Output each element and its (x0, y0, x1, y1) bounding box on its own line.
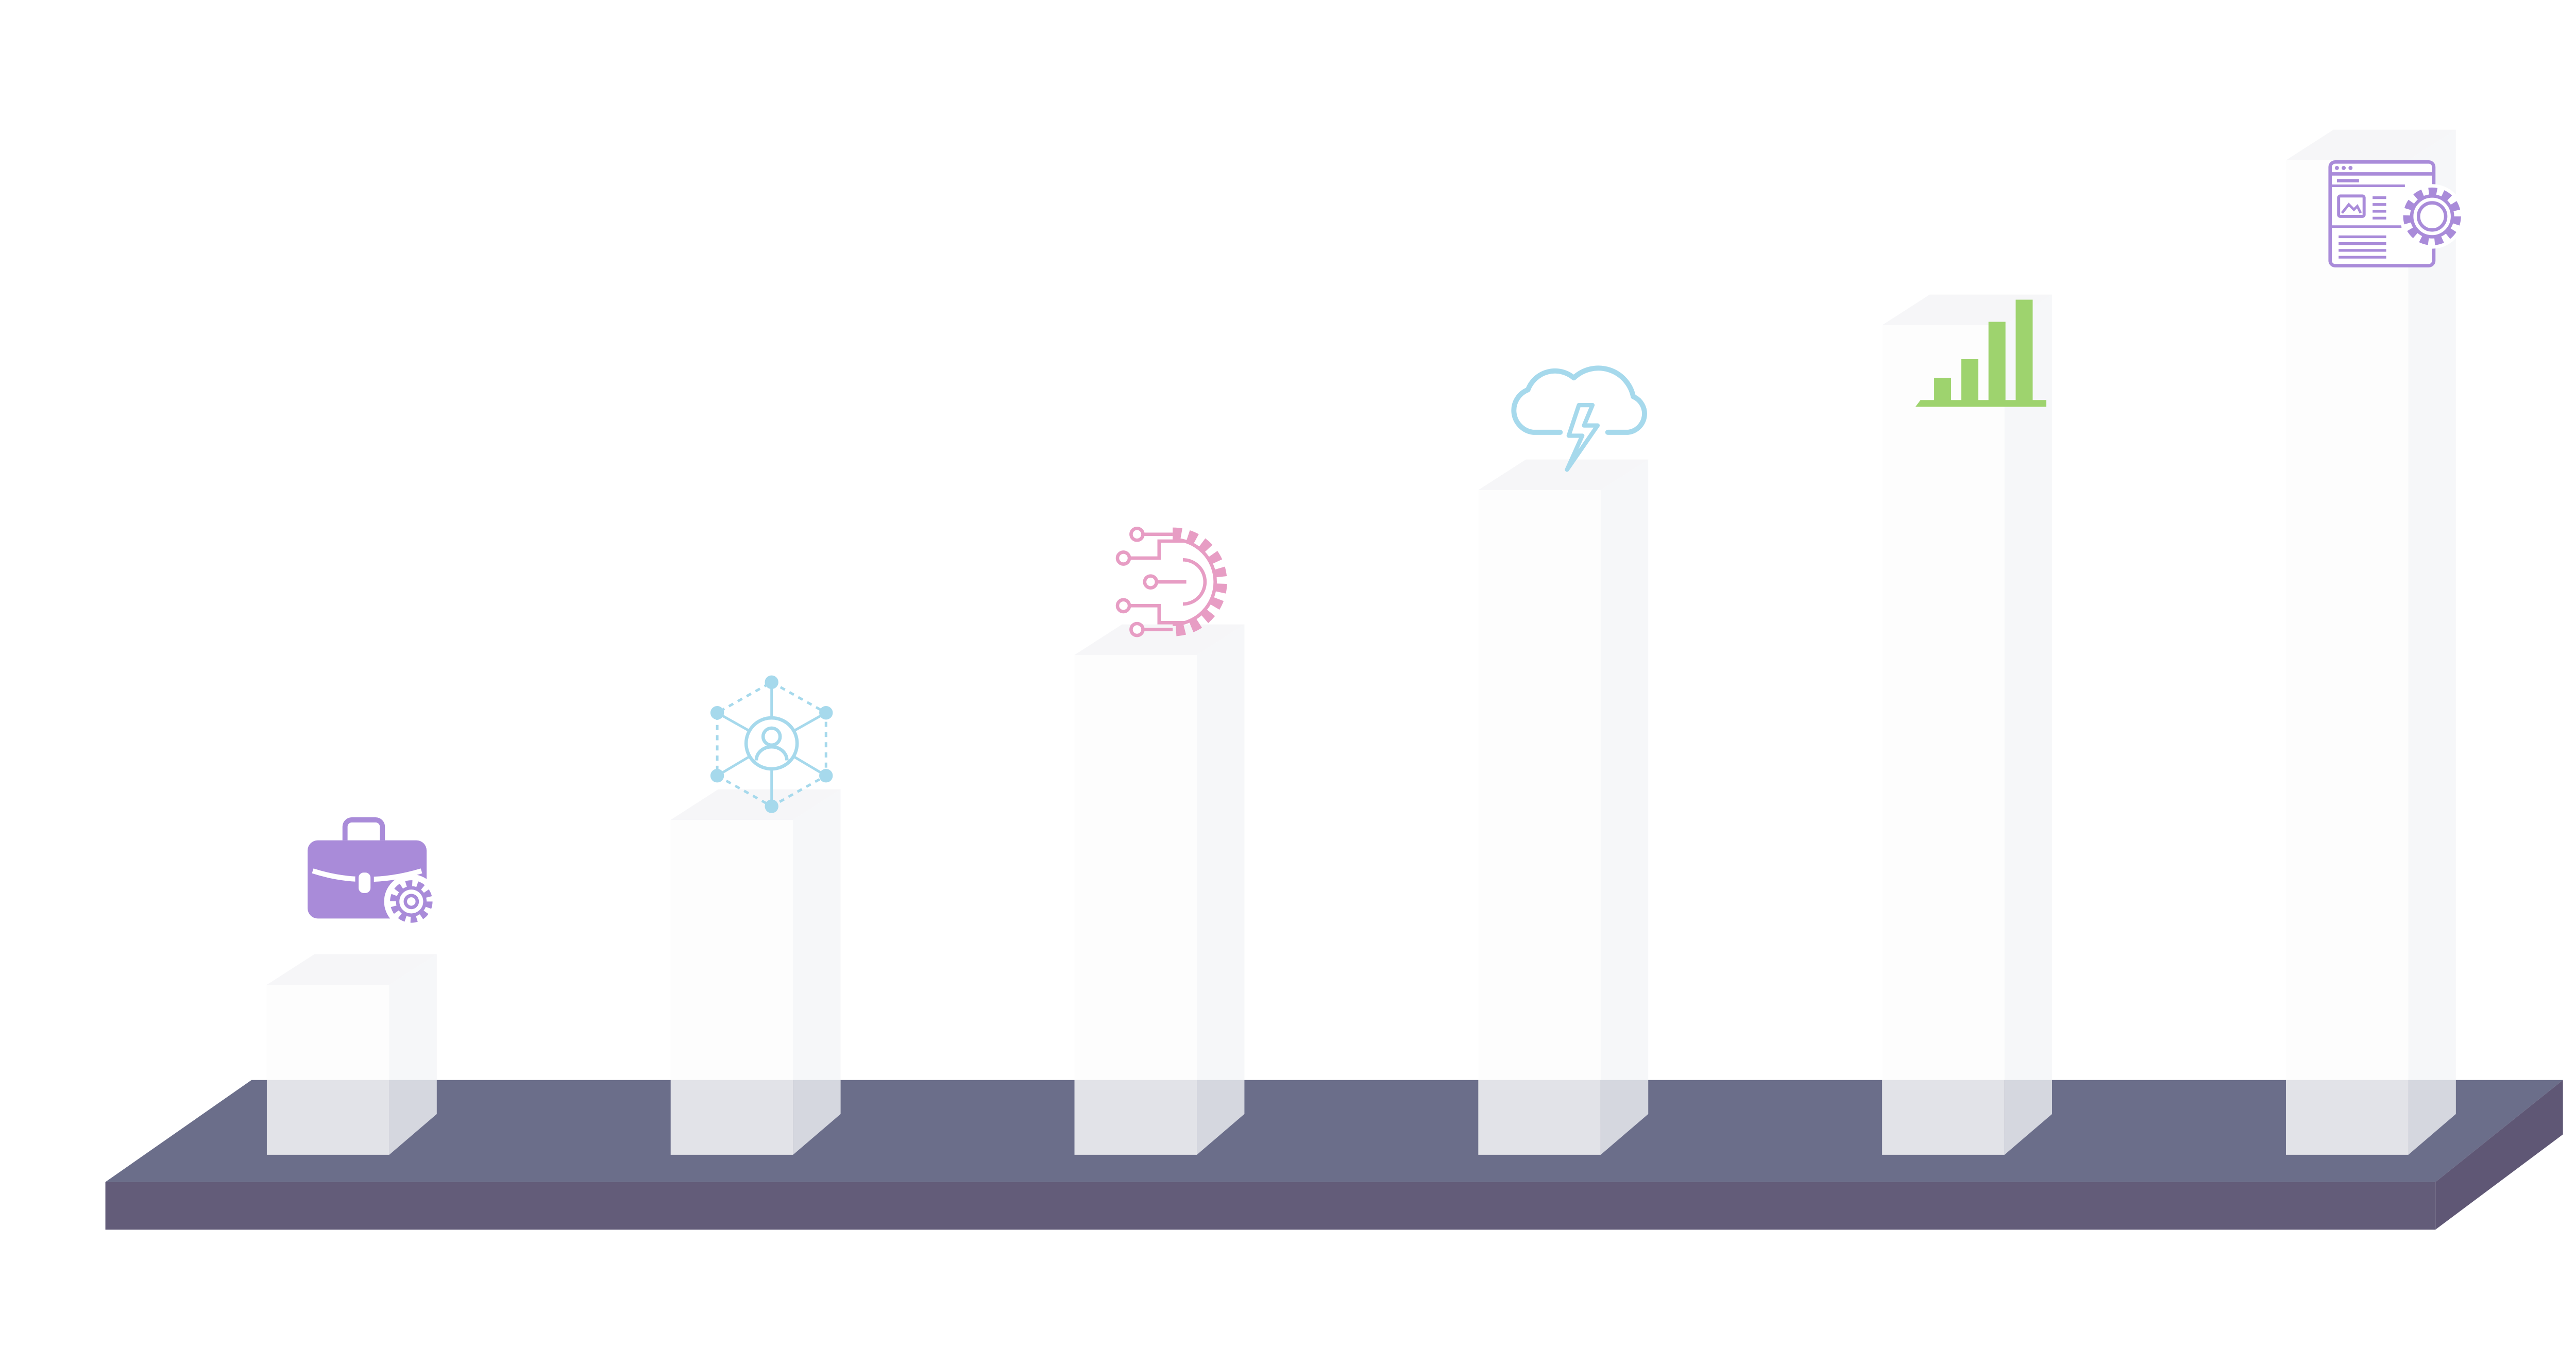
bar-chart-icon (1915, 299, 2046, 407)
pillar-2 (670, 789, 841, 1155)
circuit-gear-icon (1115, 526, 1227, 637)
pillar-top (1478, 459, 1649, 491)
pillar-top (1882, 294, 2053, 326)
browser-gear-icon (2328, 160, 2465, 267)
pillar-side (2408, 129, 2456, 1155)
pillar-side (2004, 294, 2053, 1155)
briefcase-gear-icon (308, 817, 439, 929)
pillar-side (1600, 459, 1649, 1155)
pillar-front (1478, 490, 1601, 1155)
pillar-front (266, 984, 389, 1155)
platform (105, 1080, 2563, 1230)
icons (308, 160, 2465, 929)
pillars (266, 129, 2456, 1155)
pillar-front (1882, 325, 2005, 1155)
pillar-side (1197, 624, 1245, 1155)
pillar-6 (2285, 129, 2456, 1155)
pillar-top (2285, 129, 2456, 161)
pillar-front (1074, 655, 1197, 1155)
cloud-lightning-icon (1511, 365, 1647, 472)
pillar-3 (1074, 624, 1245, 1155)
pillar-5 (1882, 294, 2053, 1155)
pillar-1 (266, 954, 437, 1155)
user-network-icon (710, 675, 833, 813)
pillar-front (2285, 160, 2409, 1155)
pillar-front (670, 820, 793, 1155)
pillar-side (389, 954, 437, 1155)
platform-front (105, 1182, 2436, 1230)
pillar-top (670, 789, 841, 820)
pillar-4 (1478, 459, 1649, 1155)
pillar-top (266, 954, 437, 985)
platform-side (2435, 1080, 2563, 1230)
platform-top (105, 1080, 2563, 1182)
pillar-side (793, 789, 841, 1155)
pillar-top (1074, 624, 1245, 656)
